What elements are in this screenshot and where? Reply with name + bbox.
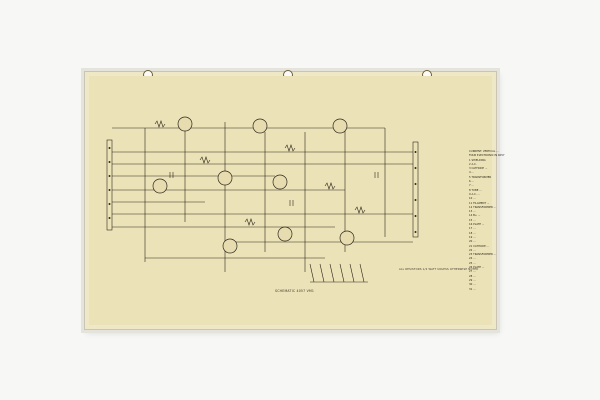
notes-line: 16 PLATE ... bbox=[469, 223, 485, 227]
vacuum-tube bbox=[277, 226, 293, 242]
circuit-schematic bbox=[106, 116, 419, 283]
notes-line: 17 ... bbox=[469, 227, 476, 231]
notes-line: 10 ... bbox=[469, 197, 476, 201]
notes-line: 1 SHIELDING bbox=[469, 158, 486, 162]
terminal bbox=[414, 231, 417, 233]
notes-line: 22 ... bbox=[469, 248, 476, 252]
resistor bbox=[284, 144, 296, 152]
right-terminal-strip bbox=[412, 141, 419, 238]
notes-line: 9 A.C. ... bbox=[469, 192, 480, 196]
notes-line: 21 CATHODE ... bbox=[469, 244, 490, 248]
notes-line: 31 ... bbox=[469, 287, 476, 291]
notes-line: 15 ... bbox=[469, 218, 476, 222]
notes-line: 30 ... bbox=[469, 283, 476, 287]
vacuum-tube bbox=[222, 238, 238, 254]
terminal bbox=[108, 175, 111, 177]
terminal bbox=[108, 203, 111, 205]
schematic-sheet: CURRENT: VERTICAL ... FOUR ELECTRONIC IN… bbox=[84, 70, 505, 330]
notes-line: 27 ... bbox=[469, 270, 476, 274]
wiring bbox=[106, 120, 419, 283]
notes-line: 12 TRANSFORMER ... bbox=[469, 205, 497, 209]
terminals bbox=[108, 147, 417, 233]
notes-line: 24 ... bbox=[469, 257, 476, 261]
notes-title: CURRENT: VERTICAL ... bbox=[469, 150, 499, 153]
terminal bbox=[108, 161, 111, 163]
vacuum-tube bbox=[217, 170, 233, 186]
notes-line: 25 ... bbox=[469, 261, 476, 265]
notes-line: 6 ... bbox=[469, 180, 474, 184]
notes-line: 19 ... bbox=[469, 235, 476, 239]
vacuum-tube bbox=[152, 178, 168, 194]
resistor bbox=[244, 218, 256, 226]
notes-line: 8 TUBE ... bbox=[469, 188, 482, 192]
terminal bbox=[414, 183, 417, 185]
notes-line: 7 ... bbox=[469, 184, 474, 188]
notes-line: 14 B+ ... bbox=[469, 214, 481, 218]
vacuum-tube bbox=[332, 118, 348, 134]
notes-line: 13 ... bbox=[469, 210, 476, 214]
notes-line: 28 ... bbox=[469, 274, 476, 278]
vacuum-tube bbox=[272, 174, 288, 190]
terminal bbox=[108, 217, 111, 219]
output-taps bbox=[309, 263, 365, 283]
notes-line: 3 CATHODE ... bbox=[469, 167, 488, 171]
terminal bbox=[414, 199, 417, 201]
notes-line: 4 ... bbox=[469, 171, 474, 175]
schematic-caption: SCHEMATIC 4057 VM1 bbox=[275, 289, 315, 293]
capacitor bbox=[289, 200, 294, 206]
notes-line: 23 TRANSFORMER ... bbox=[469, 253, 497, 257]
resistor bbox=[154, 120, 166, 128]
vacuum-tube bbox=[339, 230, 355, 246]
sheet-paper bbox=[89, 76, 492, 325]
resistor bbox=[354, 206, 366, 214]
notes-line: 26 PLATE ... bbox=[469, 266, 485, 270]
terminal bbox=[414, 167, 417, 169]
parts-notes: CURRENT: VERTICAL ... FOUR ELECTRONIC IN… bbox=[469, 150, 543, 292]
notes-line: 11 FILAMENT ... bbox=[469, 201, 490, 205]
resistor bbox=[199, 156, 211, 164]
tubes bbox=[152, 116, 355, 254]
schematic-footnote: ALL RESISTORS 1/2 WATT UNLESS OTHERWISE … bbox=[399, 268, 479, 271]
terminal bbox=[108, 147, 111, 149]
notes-line: 29 ... bbox=[469, 278, 476, 282]
notes-line: 2 A.C. bbox=[469, 162, 477, 166]
terminal bbox=[414, 151, 417, 153]
capacitor bbox=[169, 172, 174, 178]
notes-line: 5 TRANSFORMER bbox=[469, 175, 492, 179]
resistor bbox=[324, 182, 336, 190]
terminal bbox=[414, 215, 417, 217]
vacuum-tube bbox=[177, 116, 193, 132]
left-terminal-strip bbox=[106, 139, 113, 231]
capacitor bbox=[374, 172, 379, 178]
notes-line: 20 ... bbox=[469, 240, 476, 244]
notes-line: 18 ... bbox=[469, 231, 476, 235]
notes-line: FOUR ELECTRONIC IN 4057 bbox=[469, 154, 505, 158]
vacuum-tube bbox=[252, 118, 268, 134]
terminal bbox=[108, 189, 111, 191]
